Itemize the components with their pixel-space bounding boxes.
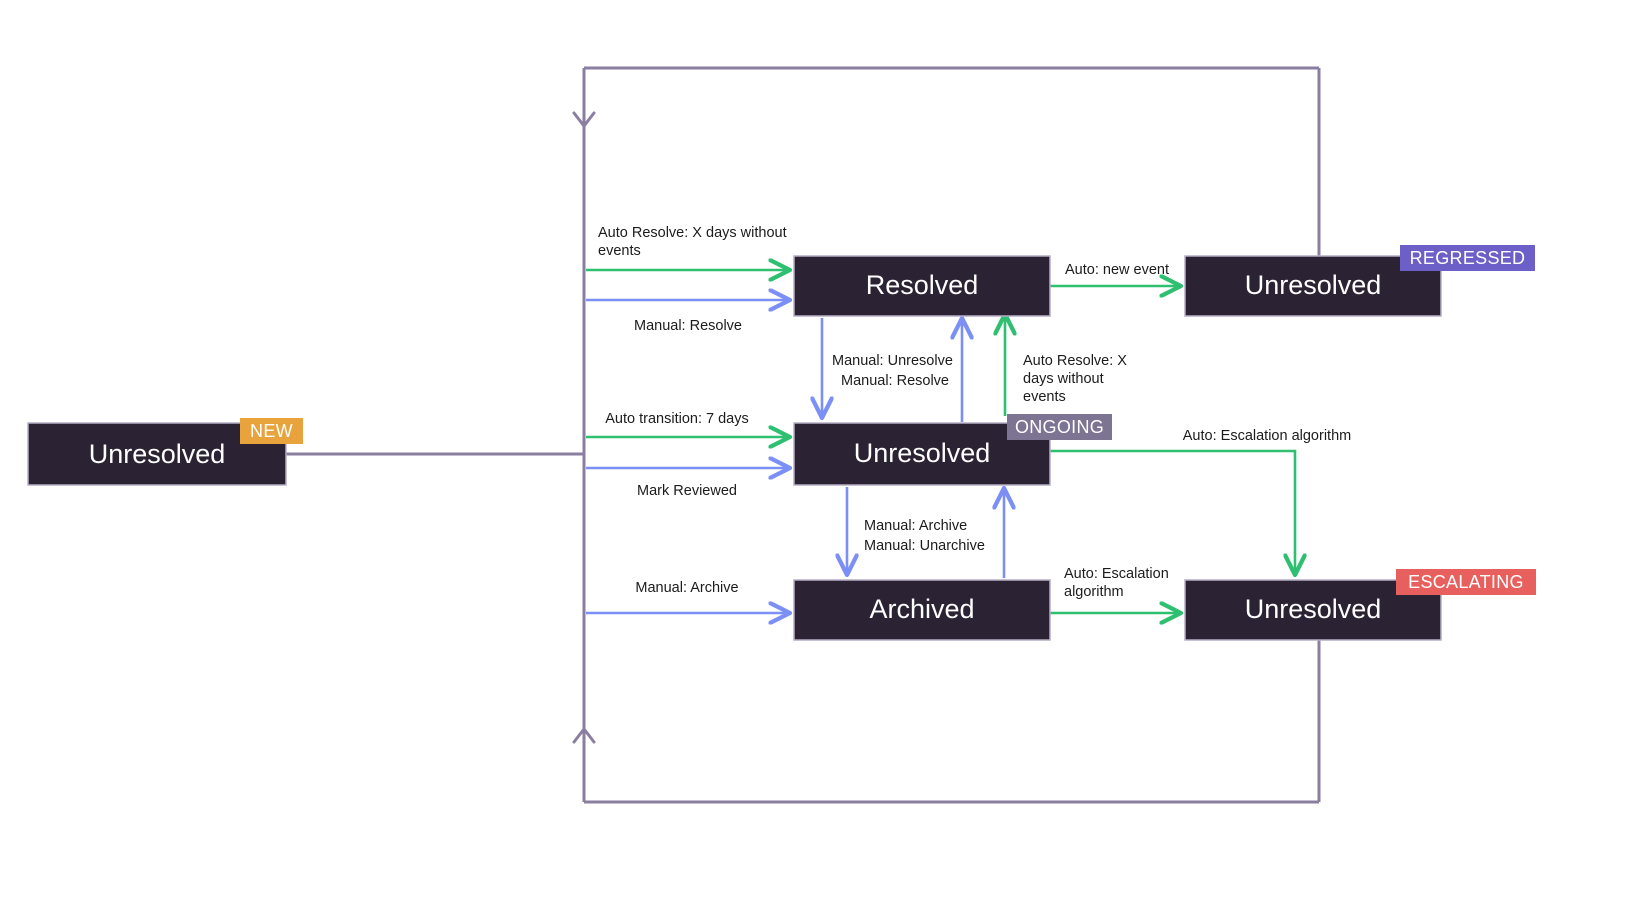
edge-labels-group: Auto Resolve: X days without events Manu… bbox=[598, 225, 1351, 600]
node-resolved-rect[interactable] bbox=[793, 255, 1051, 317]
node-archived-label: Archived bbox=[869, 594, 974, 624]
arrowhead-trunk-up bbox=[572, 727, 596, 744]
edge-unresolved-to-escalating bbox=[1050, 449, 1295, 573]
status-badge-new: NEW bbox=[240, 418, 303, 444]
edge-label-auto-resolve-x-days: Auto Resolve: X days without events bbox=[598, 225, 791, 259]
status-badge-escalating-rect bbox=[1396, 569, 1536, 595]
edge-label-manual-unresolve-resolve: Manual: Unresolve Manual: Resolve bbox=[832, 353, 957, 389]
status-badge-new-label: NEW bbox=[250, 421, 293, 441]
status-badge-ongoing-label: ONGOING bbox=[1015, 417, 1104, 437]
transition-edges-group bbox=[586, 270, 1295, 613]
edge-label-auto-escalation-bottom: Auto: Escalation algorithm bbox=[1064, 566, 1173, 600]
status-badge-ongoing-rect bbox=[1007, 414, 1112, 440]
node-regressed-unresolved-label: Unresolved bbox=[1245, 270, 1382, 300]
edge-label-auto-escalation-top: Auto: Escalation algorithm bbox=[1183, 428, 1351, 444]
node-archived[interactable]: Archived bbox=[793, 579, 1051, 641]
edge-label-auto-transition-7-days: Auto transition: 7 days bbox=[605, 411, 748, 427]
node-new-unresolved-label: Unresolved bbox=[89, 439, 226, 469]
node-ongoing-unresolved-label: Unresolved bbox=[854, 438, 991, 468]
edge-label-mark-reviewed: Mark Reviewed bbox=[637, 483, 737, 499]
edge-label-manual-archive-unarchive: Manual: Archive Manual: Unarchive bbox=[864, 518, 985, 554]
edge-label-auto-resolve-x-days-up: Auto Resolve: X days without events bbox=[1023, 353, 1131, 405]
edge-label-auto-new-event: Auto: new event bbox=[1065, 262, 1169, 278]
status-badge-escalating: ESCALATING bbox=[1396, 569, 1536, 595]
arrowhead-trunk-down bbox=[572, 111, 596, 128]
node-regressed-unresolved-rect[interactable] bbox=[1184, 255, 1442, 317]
node-escalating-unresolved-label: Unresolved bbox=[1245, 594, 1382, 624]
edge-label-manual-archive-in: Manual: Archive bbox=[635, 580, 738, 596]
node-resolved[interactable]: Resolved bbox=[793, 255, 1051, 317]
node-resolved-label: Resolved bbox=[866, 270, 979, 300]
status-badge-new-rect bbox=[240, 418, 303, 444]
node-archived-rect[interactable] bbox=[793, 579, 1051, 641]
status-badge-regressed-label: REGRESSED bbox=[1410, 248, 1526, 268]
status-badge-regressed-rect bbox=[1400, 245, 1535, 271]
edge-label-manual-resolve-in: Manual: Resolve bbox=[634, 318, 742, 334]
status-badge-ongoing: ONGOING bbox=[1007, 414, 1112, 440]
purple-frame-group bbox=[286, 66, 1321, 804]
status-badge-escalating-label: ESCALATING bbox=[1408, 572, 1524, 592]
node-regressed-unresolved[interactable]: Unresolved bbox=[1184, 255, 1442, 317]
status-badge-regressed: REGRESSED bbox=[1400, 245, 1535, 271]
